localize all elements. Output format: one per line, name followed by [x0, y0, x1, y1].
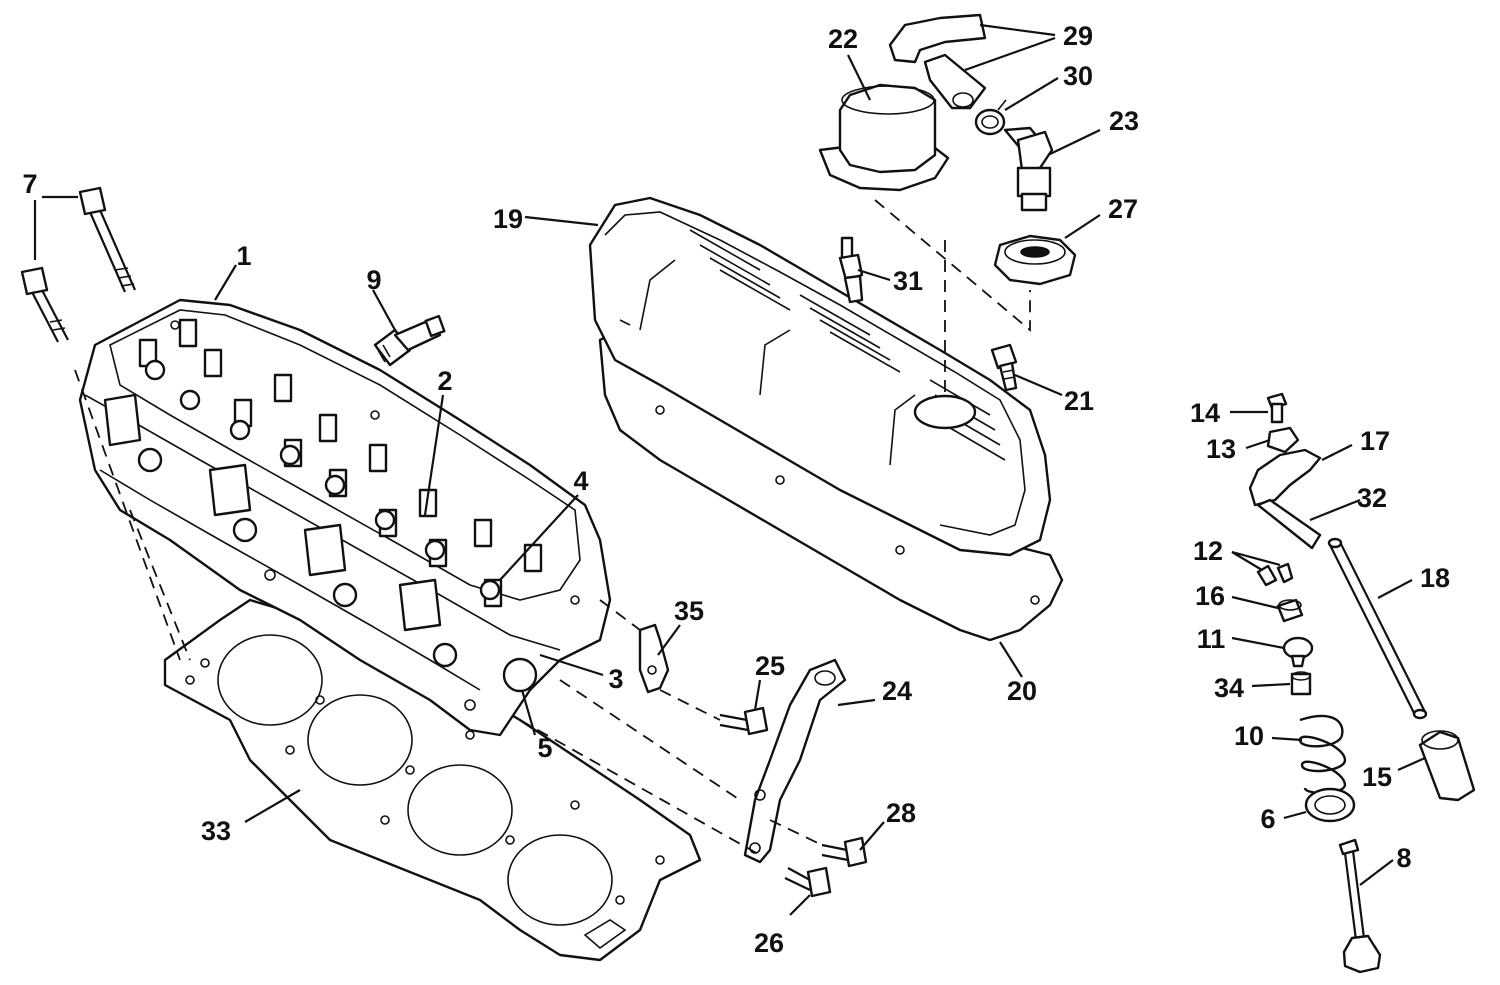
valve	[1338, 838, 1382, 974]
callout-10: 10	[1234, 721, 1264, 751]
callout-13: 13	[1206, 434, 1236, 464]
breather-fitting	[838, 236, 864, 304]
callout-numbers: 1 2 3 4 5 6 7 8 9 10 11 12 13 14 15 16 1…	[22, 21, 1450, 958]
callout-34: 34	[1214, 673, 1244, 703]
stud-bolt	[990, 343, 1018, 392]
callout-18: 18	[1420, 563, 1450, 593]
head-bolt-short	[20, 266, 69, 343]
rocker-ball	[1266, 426, 1300, 454]
callout-35: 35	[674, 596, 704, 626]
callout-32: 32	[1357, 483, 1387, 513]
callout-29: 29	[1063, 21, 1093, 51]
spring-shim	[1304, 787, 1356, 823]
callout-25: 25	[755, 651, 785, 681]
hose-clamp	[974, 99, 1007, 136]
callout-16: 16	[1195, 581, 1225, 611]
rocker-cover	[588, 196, 1052, 557]
leader-lines	[33, 23, 1426, 916]
bolt-25	[719, 706, 769, 736]
callout-11: 11	[1197, 624, 1226, 654]
callout-9: 9	[366, 265, 381, 295]
callout-24: 24	[882, 676, 912, 706]
valve-spring	[1298, 714, 1347, 795]
valve-keepers	[1256, 562, 1294, 587]
callout-4: 4	[573, 466, 588, 496]
callout-7: 7	[22, 169, 37, 199]
rocker-nut	[1266, 392, 1288, 424]
valve-stud-row	[138, 318, 543, 608]
callout-12: 12	[1193, 536, 1223, 566]
callout-23: 23	[1109, 106, 1139, 136]
push-rod-guide	[1256, 498, 1322, 550]
grommet	[993, 234, 1077, 286]
callout-28: 28	[886, 798, 916, 828]
alignment-lines	[74, 199, 1031, 856]
callout-33: 33	[201, 816, 231, 846]
callout-20: 20	[1007, 676, 1037, 706]
spark-plug	[373, 314, 446, 367]
callout-26: 26	[754, 928, 784, 958]
callout-8: 8	[1396, 843, 1411, 873]
callout-1: 1	[236, 241, 251, 271]
callout-15: 15	[1362, 762, 1392, 792]
callout-30: 30	[1063, 61, 1093, 91]
bolt-26	[784, 866, 832, 898]
callout-3: 3	[608, 664, 623, 694]
valve-retainer	[1276, 598, 1304, 623]
valve-seal	[1290, 671, 1312, 696]
callout-27: 27	[1108, 194, 1138, 224]
bolt-28	[821, 836, 868, 868]
rocker-arm	[1248, 448, 1322, 507]
callout-14: 14	[1190, 398, 1220, 428]
cylinder-head	[78, 298, 612, 737]
callout-22: 22	[828, 24, 858, 54]
oil-filler-cap	[818, 83, 950, 192]
callout-2: 2	[437, 366, 452, 396]
callout-17: 17	[1360, 426, 1390, 456]
clip-bracket	[638, 623, 670, 694]
callout-6: 6	[1260, 804, 1275, 834]
push-rod	[1327, 537, 1428, 720]
pcv-valve	[1003, 126, 1054, 212]
callout-21: 21	[1064, 386, 1094, 416]
lifter	[1418, 730, 1476, 802]
callout-31: 31	[893, 266, 923, 296]
pcv-hose	[888, 13, 987, 110]
callout-5: 5	[537, 733, 552, 763]
head-bolt-long	[78, 186, 137, 293]
callout-19: 19	[493, 204, 523, 234]
spring-cap	[1282, 636, 1314, 668]
